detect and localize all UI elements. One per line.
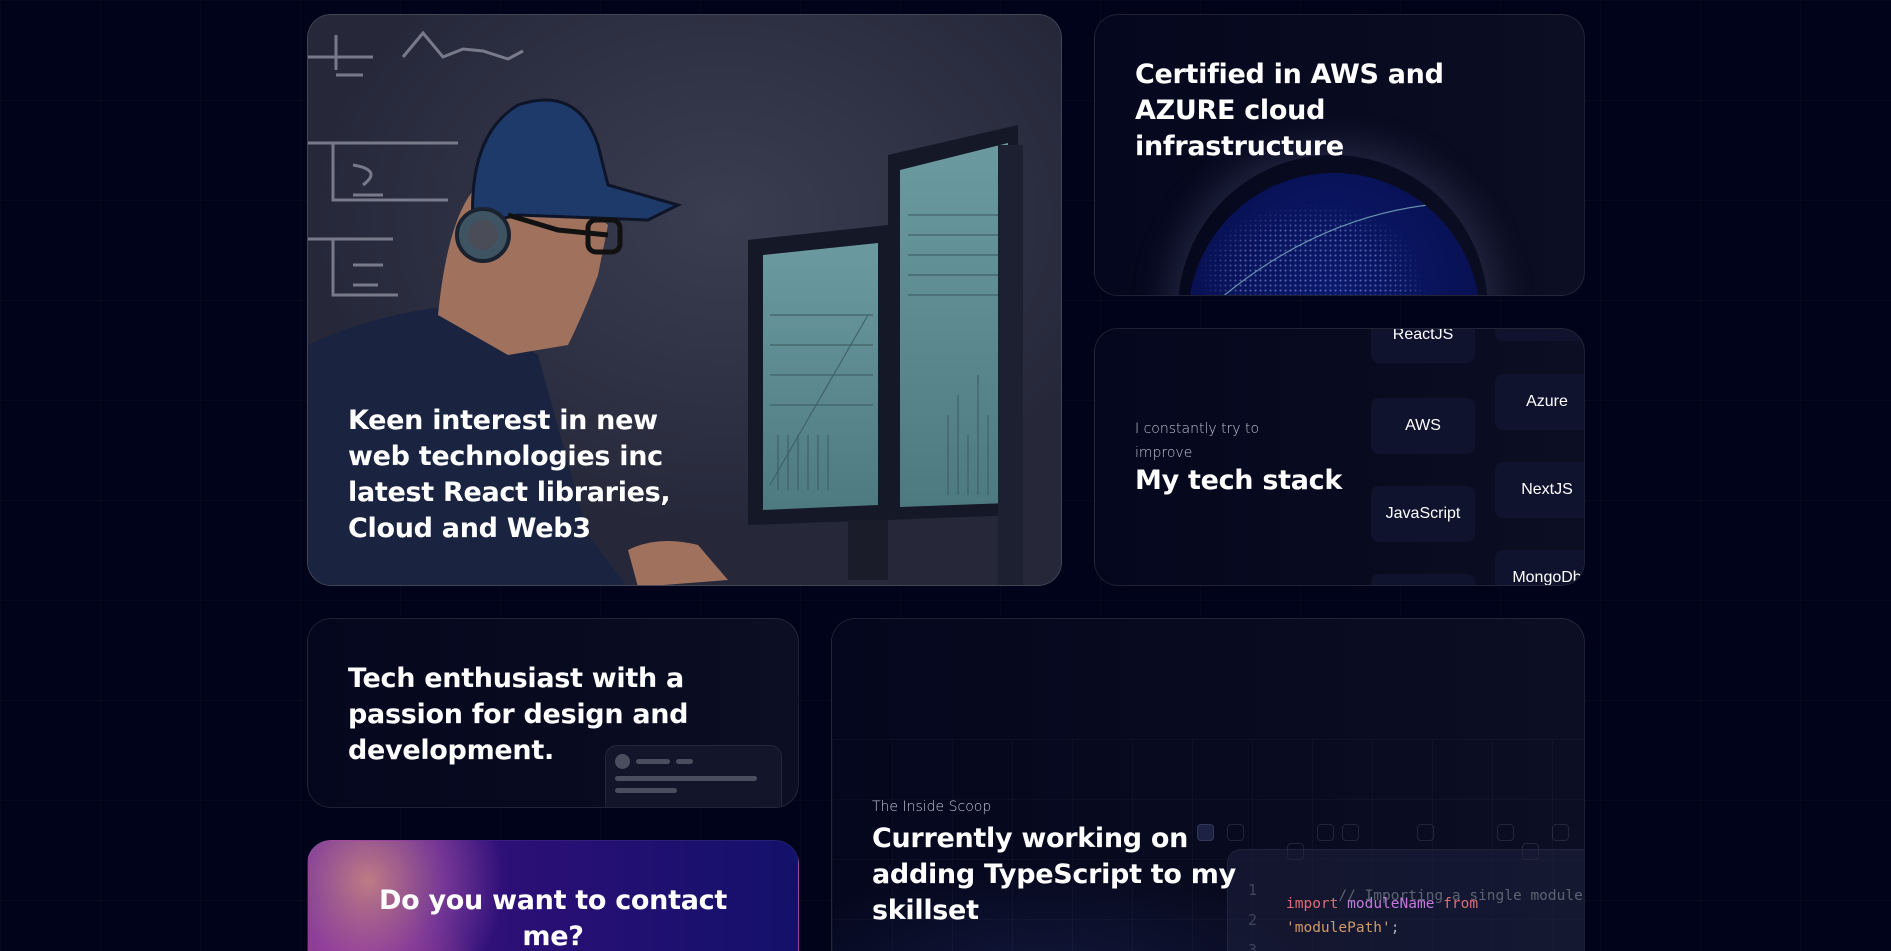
skeleton-line	[676, 759, 693, 764]
cloud-certification-card: Certified in AWS and AZURE cloud infrast…	[1094, 14, 1585, 296]
cloud-title: Certified in AWS and AZURE cloud infrast…	[1135, 59, 1444, 162]
grid-square	[1417, 824, 1434, 841]
grid-square	[1317, 824, 1334, 841]
enthusiast-title: Tech enthusiast with a passion for desig…	[348, 663, 689, 766]
grid-square	[1342, 824, 1359, 841]
skeleton-avatar	[615, 754, 630, 769]
tech-pill: MongoDb	[1495, 550, 1584, 585]
skeleton-line	[615, 788, 677, 793]
line-number: 1	[1248, 881, 1258, 899]
line-number: 2	[1248, 911, 1258, 929]
hero-title: Keen interest in new web technologies in…	[348, 405, 671, 544]
enthusiast-card: Tech enthusiast with a passion for desig…	[307, 618, 799, 808]
tech-stack-card: I constantly try to improve My tech stac…	[1094, 328, 1585, 586]
skeleton-card	[605, 745, 782, 807]
grid-square	[1197, 824, 1214, 841]
tech-pill	[1495, 329, 1584, 341]
code-punctuation: ;	[1390, 920, 1400, 936]
code-comment: // Importing a single module	[1338, 888, 1583, 904]
code-line: // Importing a single module	[1286, 872, 1583, 920]
globe-icon[interactable]	[1188, 173, 1480, 295]
typescript-card: The Inside Scoop Currently working on ad…	[831, 618, 1585, 951]
typescript-title: Currently working on adding TypeScript t…	[872, 823, 1236, 926]
code-string: 'modulePath'	[1286, 920, 1391, 936]
code-line: import moduleName from	[1286, 896, 1478, 912]
code-keyword: from	[1443, 896, 1479, 912]
tech-pill: NextJS	[1495, 462, 1584, 518]
line-number: 3	[1248, 941, 1258, 951]
tech-pill: JavaScript	[1371, 486, 1475, 542]
tech-pill	[1371, 574, 1475, 585]
skeleton-line	[615, 776, 757, 781]
grid-square	[1552, 824, 1569, 841]
contact-title: Do you want to contact me?	[379, 885, 727, 951]
tech-pill: Azure	[1495, 374, 1584, 430]
grid-square	[1497, 824, 1514, 841]
code-line: 'modulePath';	[1286, 920, 1400, 936]
skeleton-line	[636, 759, 670, 764]
hero-card: Keen interest in new web technologies in…	[307, 14, 1062, 586]
typescript-subtitle: The Inside Scoop	[872, 799, 992, 815]
contact-card[interactable]: Do you want to contact me?	[307, 840, 799, 951]
code-identifier: moduleName	[1347, 896, 1435, 912]
grid-square	[1227, 824, 1244, 841]
stack-subtitle: I constantly try to improve	[1135, 421, 1260, 461]
developer-illustration	[308, 15, 1061, 585]
code-keyword: import	[1286, 896, 1339, 912]
stack-title: My tech stack	[1135, 465, 1342, 496]
code-snippet: 1 2 3 // Importing a single module impor…	[1227, 849, 1584, 951]
tech-pill: ReactJS	[1371, 329, 1475, 363]
tech-pill: AWS	[1371, 398, 1475, 454]
